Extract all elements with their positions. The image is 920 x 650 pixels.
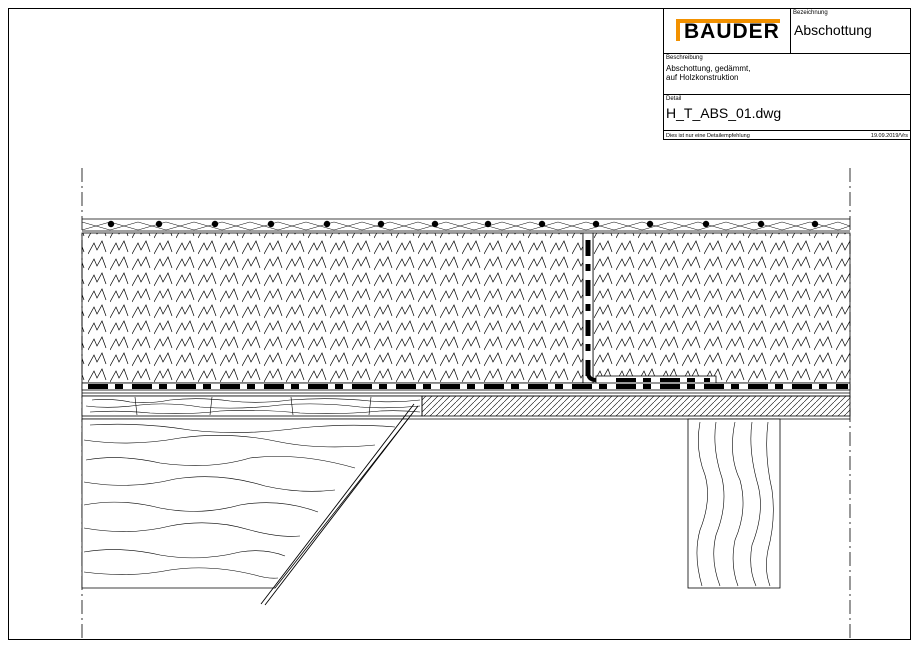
insulation-left: [81, 232, 584, 384]
beschreibung-caption: Beschreibung: [666, 55, 703, 61]
footer-date: 19.09.2019/Vrs: [870, 133, 908, 139]
sheathing-layers: [82, 392, 850, 397]
beschreibung-row: Beschreibung Abschottung, gedämmt, auf H…: [664, 54, 910, 95]
timber-rafter-right: [687, 418, 781, 589]
insulation-right: [592, 232, 851, 384]
logo-cell: BAUDER: [664, 9, 791, 53]
footer-note: Dies ist nur eine Detailempfehlung: [666, 133, 750, 139]
detail-caption: Detail: [666, 96, 682, 102]
drawing-sheet-border: [8, 8, 911, 640]
bezeichnung-value: Abschottung: [794, 22, 872, 38]
hatched-deck-right: [421, 395, 851, 417]
beschreibung-value: Abschottung, gedämmt, auf Holzkonstrukti…: [666, 64, 751, 82]
timber-boarding: [81, 395, 423, 417]
vapour-barrier-layer: [81, 382, 851, 391]
footer-row: Dies ist nur eine Detailempfehlung 19.09…: [664, 131, 910, 140]
logo-text: BAUDER: [684, 20, 780, 43]
bauder-logo: BAUDER: [676, 19, 780, 43]
logo-orange-side: [676, 19, 680, 41]
timber-beam-left: [81, 403, 419, 606]
title-block: BAUDER Bezeichnung Abschottung Beschreib…: [663, 8, 911, 140]
top-gravel-layer: [81, 218, 851, 232]
title-row-header: BAUDER Bezeichnung Abschottung: [664, 9, 910, 54]
detail-row: Detail H_T_ABS_01.dwg: [664, 95, 910, 131]
detail-filename: H_T_ABS_01.dwg: [666, 105, 782, 121]
bezeichnung-caption: Bezeichnung: [793, 10, 828, 16]
bezeichnung-cell: Bezeichnung Abschottung: [791, 9, 910, 53]
logo-orange-bar: [676, 19, 780, 23]
